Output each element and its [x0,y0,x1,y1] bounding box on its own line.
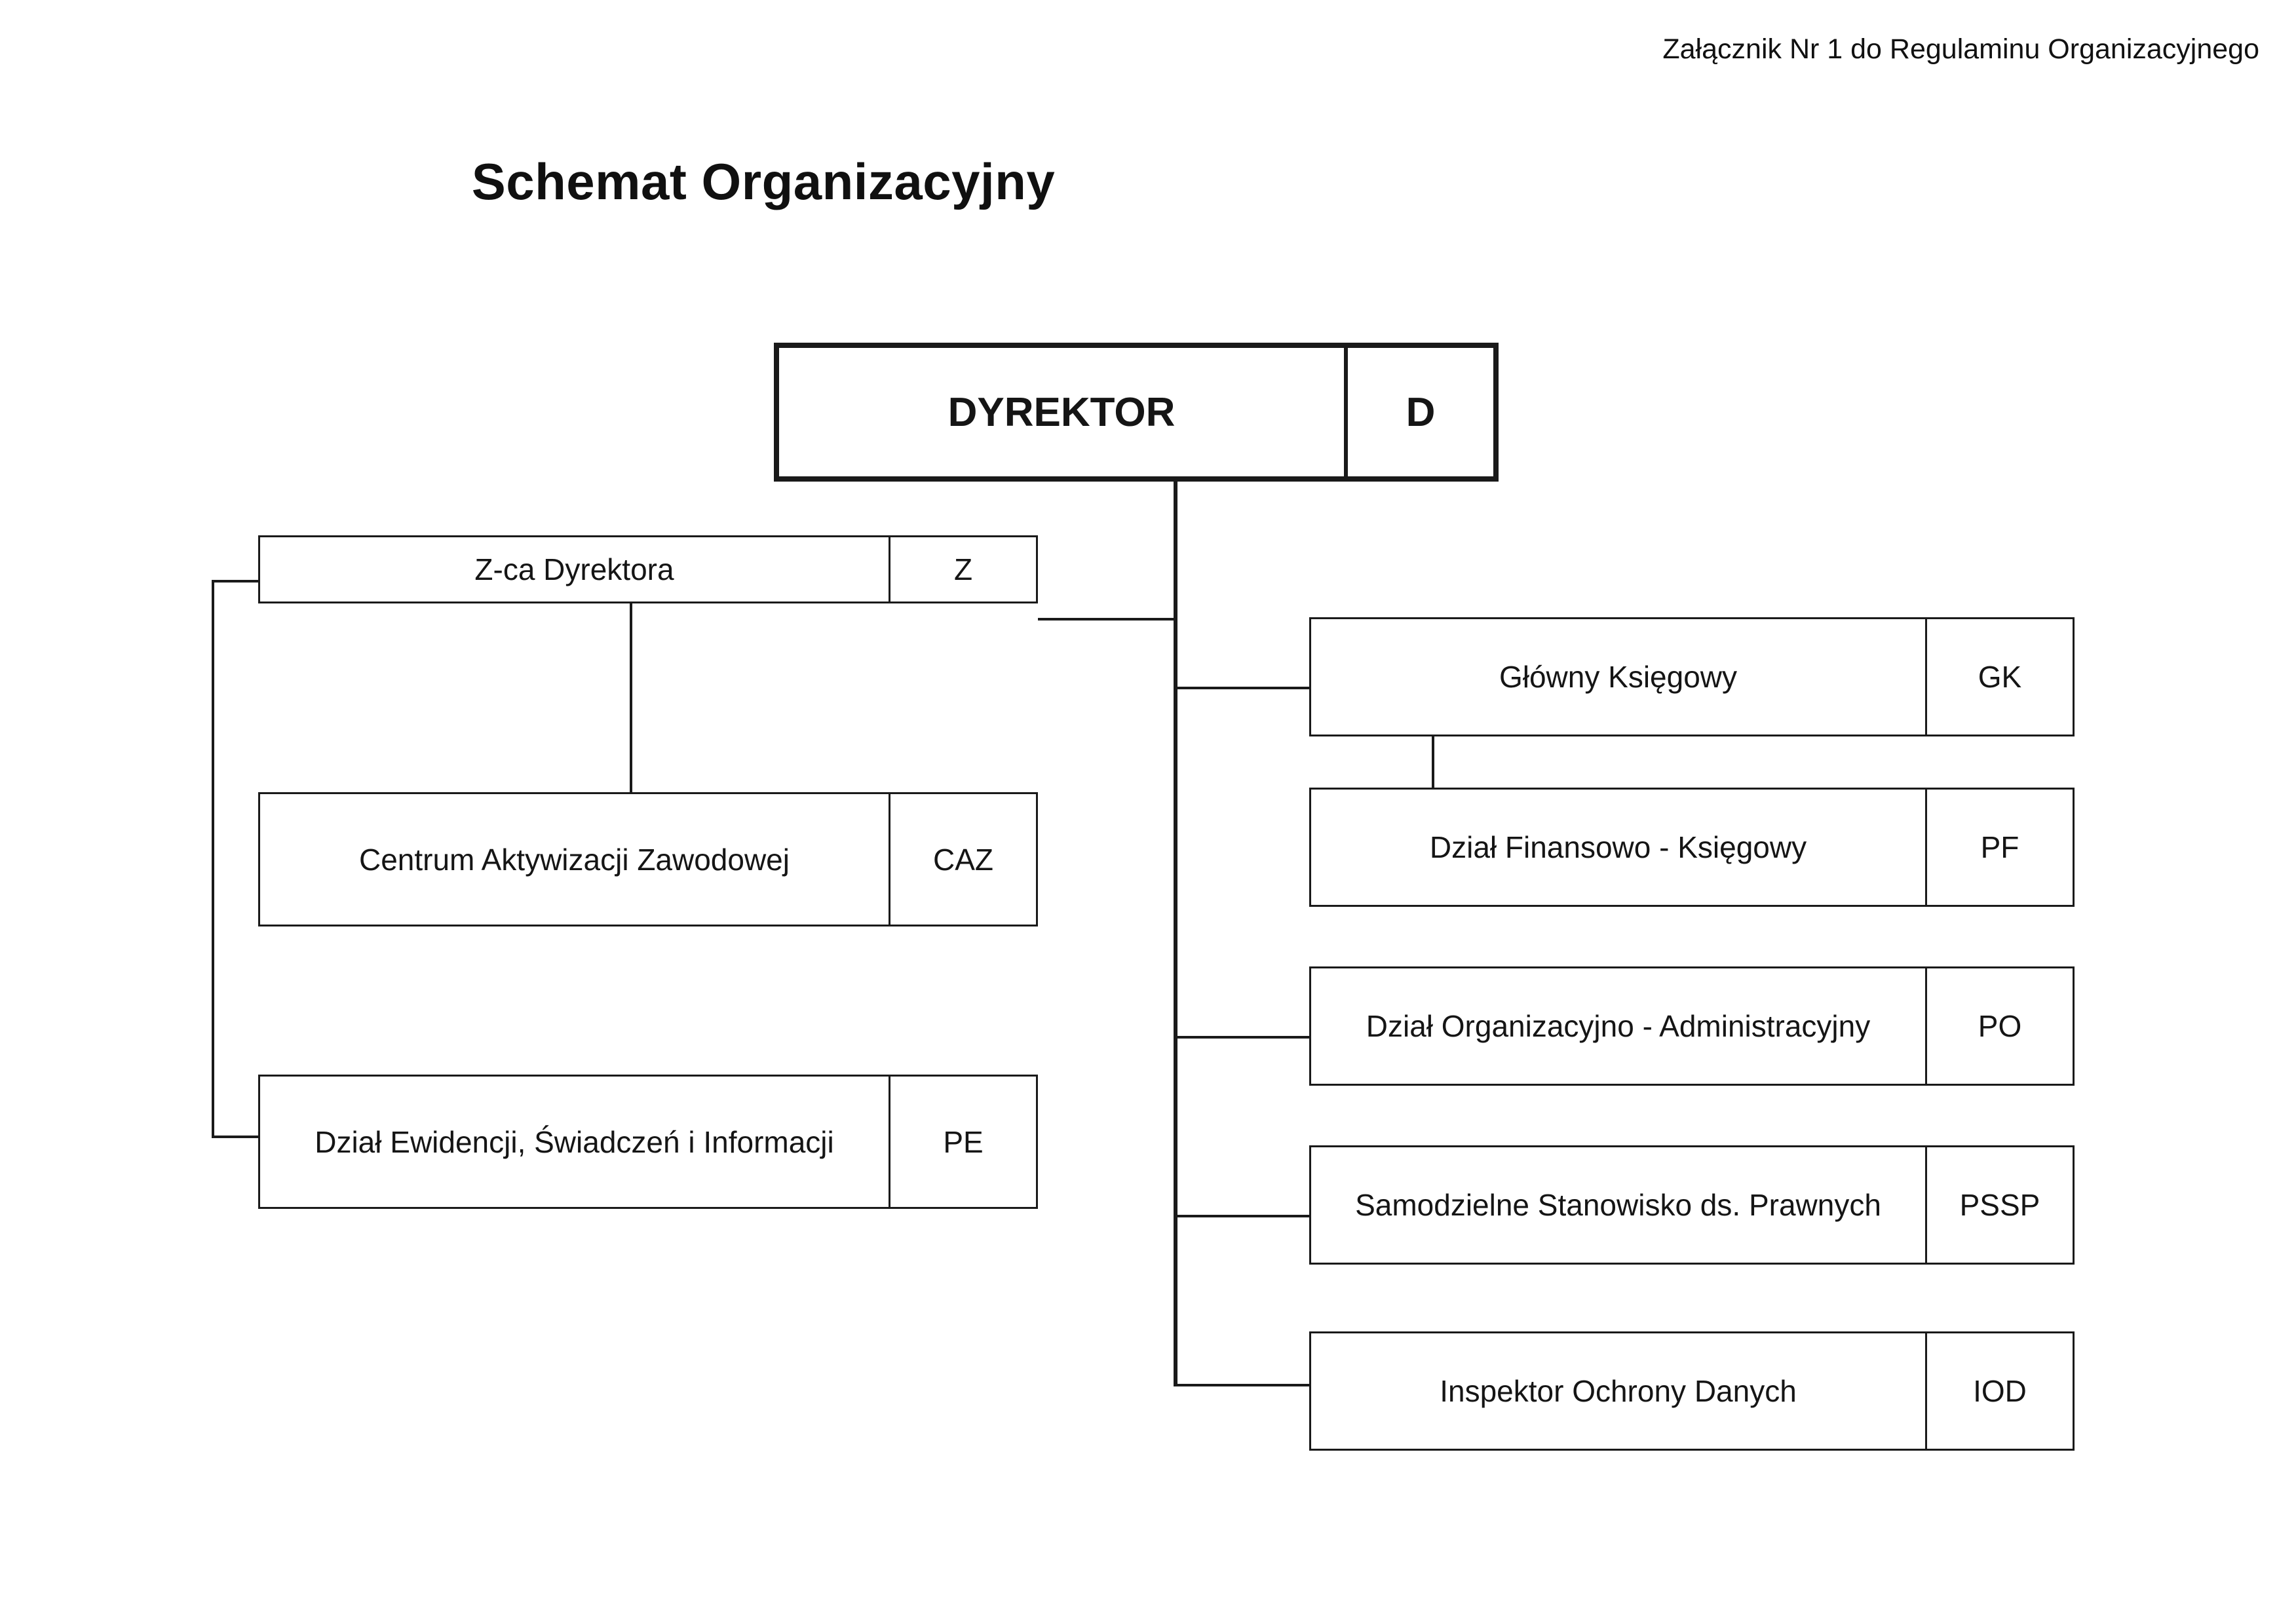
org-node-samodzielne-stanowisko-ds-prawnych[interactable]: Samodzielne Stanowisko ds. Prawnych PSSP [1309,1145,2075,1265]
connector-zca-to-caz [630,602,632,793]
org-node-code: PSSP [1925,1147,2073,1263]
org-node-code: D [1344,348,1493,476]
page-title: Schemat Organizacyjny [471,153,1056,210]
org-node-code: CAZ [889,794,1036,925]
document-attachment-note: Załącznik Nr 1 do Regulaminu Organizacyj… [1662,33,2259,65]
org-node-dzial-ewidencji[interactable]: Dział Ewidencji, Świadczeń i Informacji … [258,1075,1038,1209]
org-node-code: PE [889,1077,1036,1207]
connector-gk-to-pf [1432,736,1434,789]
connector-zca-to-pe [212,1136,261,1138]
org-node-label: Główny Księgowy [1499,660,1738,694]
org-node-code: GK [1925,619,2073,735]
connector-dyrektor-to-gk [1175,687,1311,689]
org-node-label: Dział Organizacyjno - Administracyjny [1366,1009,1871,1043]
org-node-label: DYREKTOR [947,389,1176,435]
org-node-glowny-ksiegowy[interactable]: Główny Księgowy GK [1309,617,2075,736]
org-node-label: Samodzielne Stanowisko ds. Prawnych [1355,1188,1881,1222]
org-node-label: Dział Ewidencji, Świadczeń i Informacji [315,1124,834,1159]
connector-dyrektor-to-pssp [1175,1215,1311,1217]
connector-dyrektor-to-iod [1175,1384,1311,1386]
org-node-dzial-finansowo-ksiegowy[interactable]: Dział Finansowo - Księgowy PF [1309,788,2075,907]
org-node-label: Centrum Aktywizacji Zawodowej [358,842,790,877]
connector-zca-rail-vertical [212,580,214,1138]
connector-dyrektor-trunk [1174,479,1177,1386]
connector-dyrektor-to-po [1175,1036,1311,1039]
org-node-zca-dyrektora[interactable]: Z-ca Dyrektora Z [258,535,1038,603]
org-node-code: PF [1925,790,2073,905]
connector-dyrektor-to-zca [1038,618,1175,621]
org-node-label: Inspektor Ochrony Danych [1440,1374,1797,1408]
org-node-dzial-organizacyjno-administracyjny[interactable]: Dział Organizacyjno - Administracyjny PO [1309,966,2075,1086]
connector-zca-rail-top [212,580,261,582]
org-node-dyrektor[interactable]: DYREKTOR D [774,343,1499,482]
org-node-label: Z-ca Dyrektora [474,552,674,586]
org-node-code: Z [889,537,1036,601]
org-node-code: IOD [1925,1333,2073,1449]
org-node-inspektor-ochrony-danych[interactable]: Inspektor Ochrony Danych IOD [1309,1331,2075,1451]
org-node-centrum-aktywizacji-zawodowej[interactable]: Centrum Aktywizacji Zawodowej CAZ [258,792,1038,926]
org-node-code: PO [1925,968,2073,1084]
org-node-label: Dział Finansowo - Księgowy [1429,830,1807,864]
